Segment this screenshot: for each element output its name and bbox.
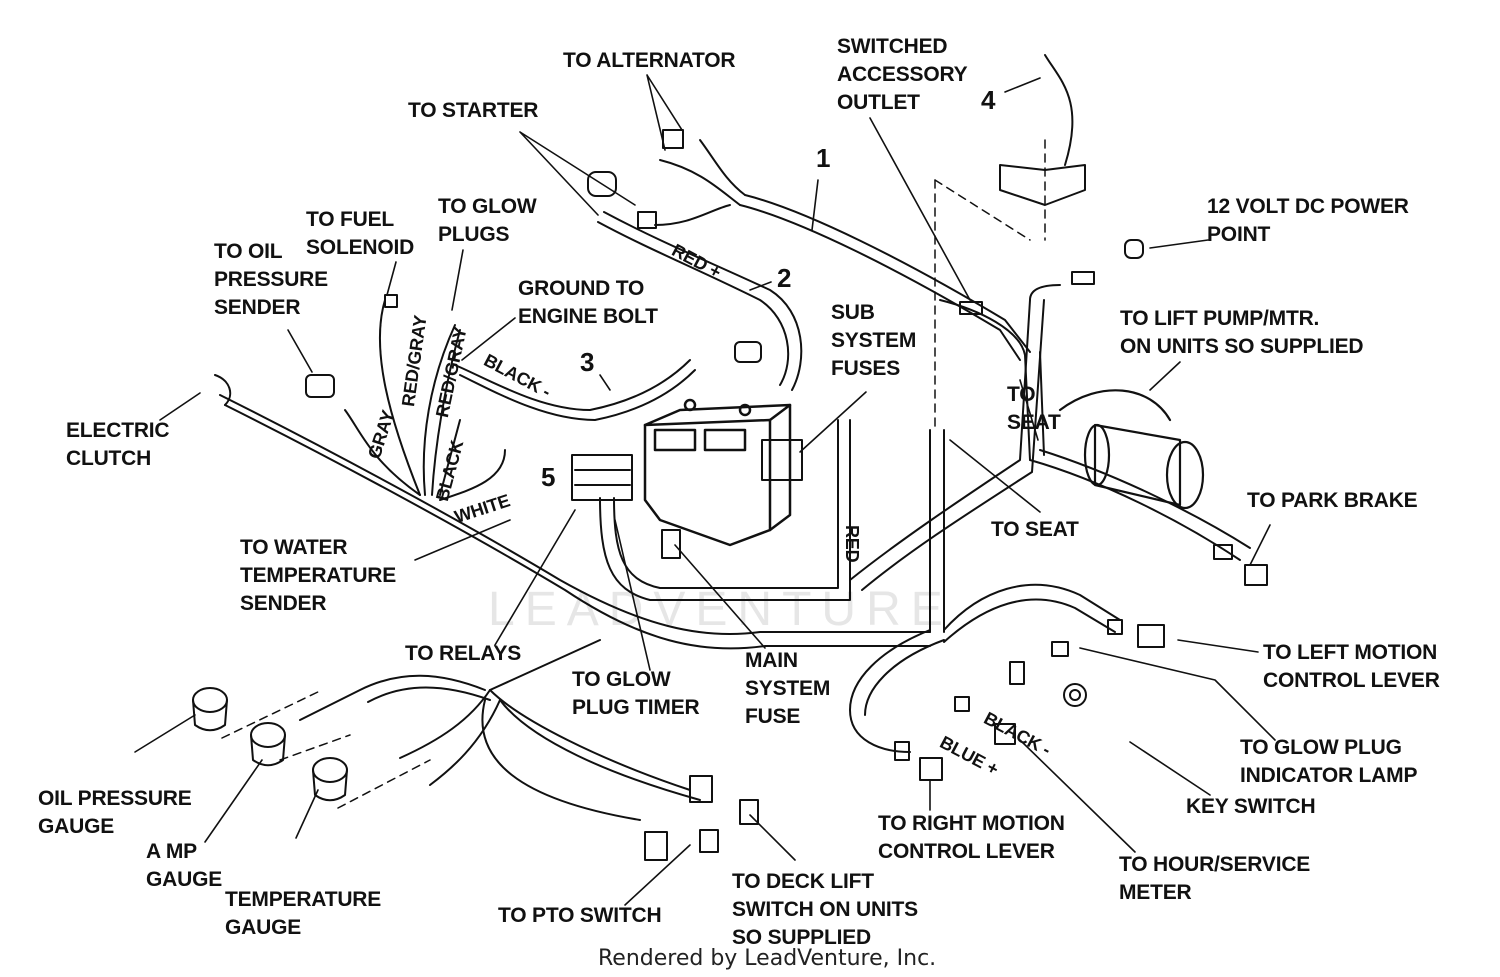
callout-number: 5 [541,462,556,492]
callout-number: 2 [777,263,792,293]
gauge-branch [299,639,701,821]
label-to-hour-meter: TO HOUR/SERVICE METER [1119,853,1311,904]
ground-lead [454,359,696,421]
label-to-seat-lower: TO SEAT [991,518,1079,541]
main-harness-trunk [219,284,1251,753]
label-to-deck-lift-switch: TO DECK LIFT SWITCH ON UNITS SO SUPPLIED [732,870,918,949]
label-to-glow-plugs: TO GLOW PLUGS [438,195,537,246]
label-amp-gauge: A MP GAUGE [146,840,223,891]
leader-lines [134,74,1276,906]
accessory-outlet-bracket [999,54,1086,206]
label-ground-to-engine-bolt: GROUND TO ENGINE BOLT [518,277,658,328]
connectors [305,129,1268,861]
label-to-park-brake: TO PARK BRAKE [1247,489,1418,512]
label-switched-accessory-outlet: SWITCHED ACCESSORY OUTLET [837,35,968,114]
label-to-water-temp-sender: TO WATER TEMPERATURE SENDER [240,536,397,615]
label-12v-power-point: 12 VOLT DC POWER POINT [1207,195,1409,246]
label-to-fuel-solenoid: TO FUEL SOLENOID [306,208,415,259]
label-to-right-motion-control: TO RIGHT MOTION CONTROL LEVER [878,812,1065,863]
callout-number: 1 [816,143,831,173]
upper-harness-branch [597,139,1031,391]
label-sub-system-fuses: SUB SYSTEM FUSES [831,301,917,380]
label-to-glow-plug-timer: TO GLOW PLUG TIMER [572,668,700,719]
label-temperature-gauge: TEMPERATURE GAUGE [225,888,382,939]
callout-number: 4 [981,85,996,115]
label-to-left-motion-control: TO LEFT MOTION CONTROL LEVER [1263,641,1440,692]
footer-credit: Rendered by LeadVenture, Inc. [598,946,937,971]
dashed-guides [221,139,1046,809]
label-to-pto-switch: TO PTO SWITCH [498,904,662,927]
sensor-leads [214,299,506,501]
label-to-starter: TO STARTER [408,99,539,122]
label-to-oil-pressure-sender: TO OIL PRESSURE SENDER [214,240,328,319]
label-to-alternator: TO ALTERNATOR [563,49,736,72]
callout-number: 3 [580,347,595,377]
label-to-seat-upper: TO SEAT [1007,383,1061,434]
battery [643,398,792,547]
label-to-glow-plug-indicator: TO GLOW PLUG INDICATOR LAMP [1240,736,1418,787]
switches [699,683,1087,853]
label-to-lift-pump: TO LIFT PUMP/MTR. ON UNITS SO SUPPLIED [1120,307,1364,358]
label-main-system-fuse: MAIN SYSTEM FUSE [745,649,831,728]
label-electric-clutch: ELECTRIC CLUTCH [66,419,170,470]
label-key-switch: KEY SWITCH [1186,795,1316,818]
label-oil-pressure-gauge: OIL PRESSURE GAUGE [38,787,192,838]
wire-tag-red: RED [842,525,862,563]
lift-pump-motor [1058,389,1205,510]
label-to-relays: TO RELAYS [405,642,522,665]
relay-block [571,439,803,501]
